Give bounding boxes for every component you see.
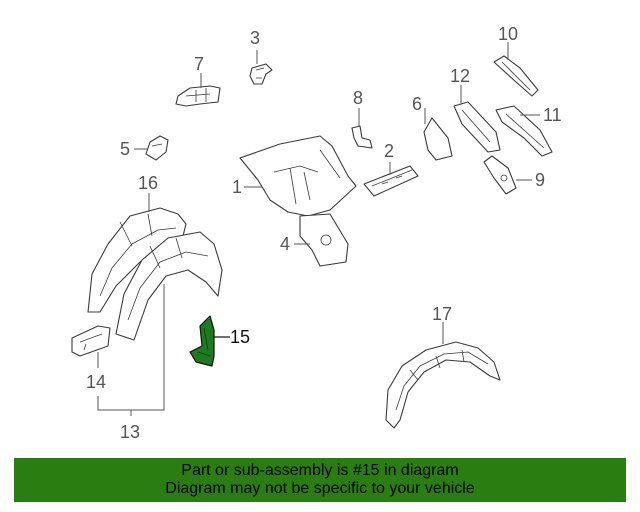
part-8[interactable] [351,125,373,149]
part-13[interactable] [115,231,223,341]
callout-3: 3 [250,28,260,48]
callout-17: 17 [432,304,452,324]
part-2[interactable] [363,165,419,197]
part-9[interactable] [483,155,517,195]
callout-14: 14 [86,372,106,392]
callout-7: 7 [194,54,204,74]
part-14[interactable] [71,325,111,357]
callout-16: 16 [138,173,158,193]
callout-8: 8 [353,88,363,108]
part-5[interactable] [145,135,169,161]
callout-11: 11 [543,105,562,125]
banner-line-2: Diagram may not be specific to your vehi… [165,480,475,497]
callout-12: 12 [450,66,470,86]
callout-6: 6 [412,94,422,114]
info-banner: Part or sub-assembly is #15 in diagram D… [14,458,626,502]
callout-1: 1 [232,177,242,197]
part-3[interactable] [249,63,273,85]
part-17[interactable] [385,341,501,429]
part-1[interactable] [239,135,357,217]
part-10[interactable] [493,55,539,97]
callout-2: 2 [384,141,394,161]
part-16[interactable] [87,207,187,313]
callout-15: 15 [230,327,250,347]
callout-13: 13 [120,422,140,442]
callout-5: 5 [120,139,130,159]
part-7[interactable] [175,85,221,107]
part-15-highlighted[interactable] [189,315,215,367]
callout-9: 9 [535,170,545,190]
part-4[interactable] [299,213,349,267]
callout-10: 10 [498,24,518,44]
part-6[interactable] [423,117,453,161]
part-12[interactable] [453,101,501,153]
banner-line-1: Part or sub-assembly is #15 in diagram [181,462,459,479]
part-11[interactable] [495,105,553,157]
callout-4: 4 [280,234,290,254]
